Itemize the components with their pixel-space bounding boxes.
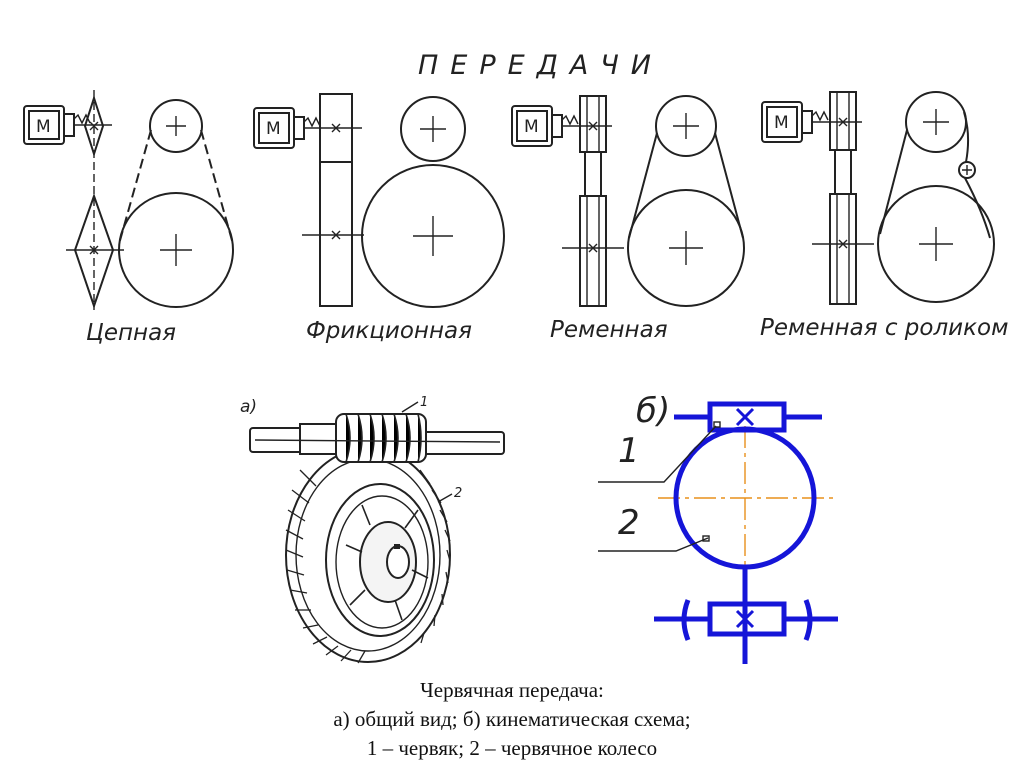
caption-line-2: а) общий вид; б) кинематическая схема; xyxy=(333,707,691,731)
caption-line-3: 1 – червяк; 2 – червячное колесо xyxy=(366,736,658,760)
scheme-label-1: 1 xyxy=(618,431,640,471)
electric-motor-icon: М xyxy=(511,105,612,147)
belt-roller-drive-diagram: М xyxy=(761,91,995,305)
worm-shaft-drawing xyxy=(249,413,505,463)
svg-text:М: М xyxy=(774,113,789,133)
electric-motor-icon: М xyxy=(253,107,362,149)
leader-line-1 xyxy=(598,425,717,483)
worm-gear-kinematic-scheme: б) 1 2 xyxy=(598,391,838,664)
leader-line-2 xyxy=(598,537,709,552)
svg-text:М: М xyxy=(266,119,281,139)
worm-gear-general-view: а) xyxy=(240,395,505,664)
worm-right-arc xyxy=(803,599,813,641)
driving-wheel xyxy=(149,99,203,153)
svg-text:М: М xyxy=(36,117,51,137)
electric-motor-icon: М xyxy=(761,101,862,143)
friction-drive-diagram: М xyxy=(253,93,505,308)
belt-drive-diagram: М xyxy=(511,95,745,307)
driven-pulley xyxy=(877,185,995,303)
drive-label-friction: Фрикционная xyxy=(306,318,472,344)
panel-label-b: б) xyxy=(636,391,670,431)
worm-left-arc xyxy=(681,599,691,641)
caption-line-1: Червячная передача: xyxy=(420,678,604,702)
large-friction-wheel xyxy=(361,164,505,308)
figure-caption: Червячная передача: а) общий вид; б) кин… xyxy=(262,676,762,763)
small-friction-wheel xyxy=(400,96,466,162)
friction-shaft-frame xyxy=(319,93,353,307)
worm-wheel-drawing xyxy=(285,447,451,664)
driven-wheel xyxy=(118,192,234,308)
driving-pulley xyxy=(655,95,717,157)
svg-text:М: М xyxy=(524,117,539,137)
electric-motor-icon: М xyxy=(23,105,112,145)
part-number-2: 2 xyxy=(454,486,462,501)
driven-pulley xyxy=(627,189,745,307)
drive-label-chain: Цепная xyxy=(86,320,176,346)
chain-drive-diagram: М xyxy=(23,90,234,310)
drive-label-belt: Ременная xyxy=(550,317,668,343)
panel-label-a: а) xyxy=(240,397,257,417)
slide-title: ПЕРЕДАЧИ xyxy=(418,50,663,81)
scheme-label-2: 2 xyxy=(618,503,640,543)
drive-label-belt-roller: Ременная с роликом xyxy=(760,315,1008,341)
part-number-1: 1 xyxy=(420,395,428,410)
